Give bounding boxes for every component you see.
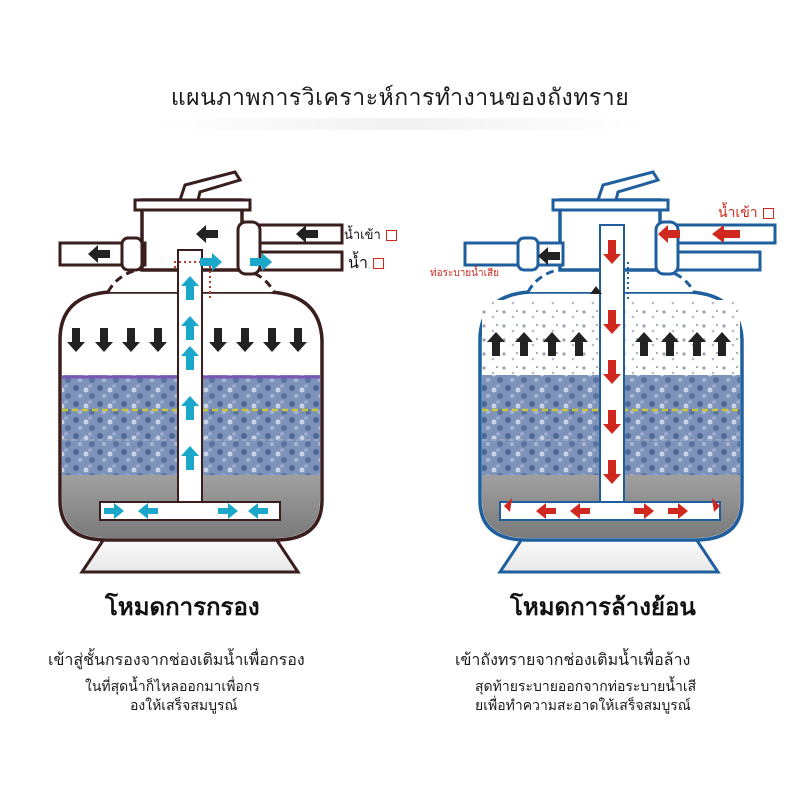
valve-handle	[177, 170, 243, 202]
checkbox-icon	[762, 207, 774, 219]
filter-inlet-label: น้ำเข้า	[344, 224, 397, 245]
flow-arrows-red	[504, 225, 740, 519]
valve-lid	[551, 198, 670, 212]
filter-desc-line1: เข้าสู่ชั้นกรองจากช่องเติมน้ำเพื่อกรอง	[48, 650, 305, 669]
filter-desc-line2a: ในที่สุดน้ำก็ไหลออกมาเพื่อกร	[85, 679, 260, 695]
checkbox-icon	[385, 230, 397, 241]
backwash-drain-label: ท่อระบายน้ำเสีย	[430, 268, 499, 279]
pipe-union	[516, 236, 540, 272]
backwash-desc-line2b: ยเพื่อทำความสะอาดให้เสร็จสมบูรณ์	[475, 698, 691, 714]
title-underline-shadow	[150, 118, 650, 130]
valve-handle	[595, 170, 661, 202]
backwash-desc-line1: เข้าถังทรายจากช่องเติมน้ำเพื่อล้าง	[455, 650, 691, 669]
flow-path-dotted	[174, 261, 211, 300]
pipe-arrows-black	[88, 225, 318, 263]
up-arrows	[487, 332, 731, 356]
checkbox-icon	[372, 258, 384, 269]
filter-mode-heading: โหมดการกรอง	[105, 593, 260, 621]
filter-mode-tank	[58, 170, 344, 574]
lateral-pipe	[499, 501, 721, 521]
backwash-mode-heading: โหมดการล้างย้อน	[510, 593, 696, 621]
filter-outlet-label: น้ำ	[348, 251, 384, 276]
pipe-union	[120, 236, 144, 272]
backwash-inlet-label: น้ำเข้า	[718, 202, 774, 224]
filter-desc-line2b: องให้เสร็จสมบูรณ์	[130, 698, 238, 714]
flow-arrows-cyan	[104, 253, 272, 519]
pipe-union-right	[236, 220, 262, 276]
backwash-desc-line2a: สุดท้ายระบายออกจากท่อระบายน้ำเสี	[475, 679, 697, 695]
backwash-mode-tank	[463, 170, 777, 574]
valve-lid	[133, 198, 252, 212]
pipe-arrows-black	[538, 247, 602, 294]
down-arrows	[67, 328, 307, 352]
page-title: แผนภาพการวิเคราะห์การทำงานของถังทราย	[170, 85, 630, 111]
